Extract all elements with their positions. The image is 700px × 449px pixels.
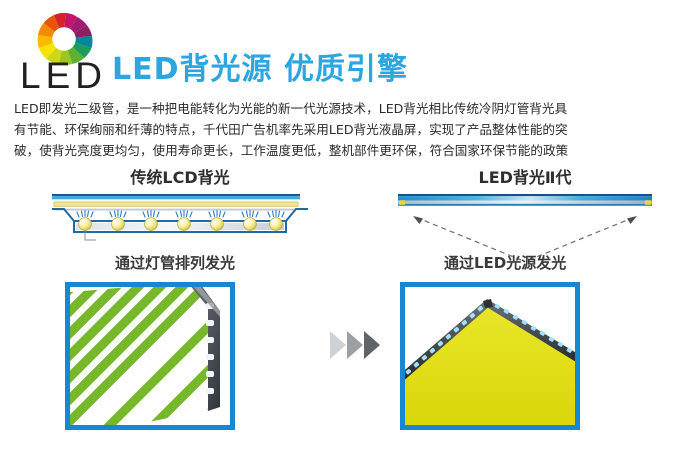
diagram-right-title: LED背光Ⅱ代 bbox=[478, 168, 572, 187]
diagram-traditional-lcd: 传统LCD背光 bbox=[20, 164, 340, 276]
paragraph-line-1: LED即发光二级管，是一种把电能转化为光能的新一代光源技术，LED背光相比传统冷… bbox=[14, 101, 568, 116]
lcd-panel-photo bbox=[70, 287, 230, 425]
diagram-left-title: 传统LCD背光 bbox=[130, 168, 230, 187]
lcd-cross-section-illustration bbox=[52, 194, 308, 241]
color-wheel-logo-icon bbox=[37, 12, 93, 65]
diagram-right-caption: 通过LED光源发光 bbox=[444, 254, 567, 272]
led-panel-photo bbox=[405, 287, 575, 425]
triple-chevron-right-icon bbox=[330, 331, 380, 359]
brand-logo: LED bbox=[12, 6, 112, 96]
logo-wordmark: LED bbox=[20, 55, 107, 96]
photo-led-backlight bbox=[400, 282, 580, 430]
photo-traditional-lcd bbox=[65, 282, 235, 430]
diagram-left-caption: 通过灯管排列发光 bbox=[115, 254, 236, 272]
paragraph-line-3: 破，使背光亮度更均匀，使用寿命更长，工作温度更低，整机部件更环保，符合国家环保节… bbox=[14, 143, 569, 158]
intro-paragraph: LED即发光二级管，是一种把电能转化为光能的新一代光源技术，LED背光相比传统冷… bbox=[14, 98, 690, 161]
led-panel-illustration bbox=[398, 194, 652, 261]
diagram-section: 传统LCD背光 bbox=[0, 164, 700, 276]
paragraph-line-2: 有节能、环保绚丽和纤薄的特点，千代田广告机率先采用LED背光液晶屏，实现了产品整… bbox=[14, 122, 568, 137]
page-header: LED LED背光源 优质引擎 bbox=[0, 0, 700, 96]
page-title: LED背光源 优质引擎 bbox=[112, 52, 408, 87]
diagram-led-backlight: LED背光Ⅱ代 bbox=[360, 164, 690, 276]
comparison-photos bbox=[0, 282, 700, 430]
